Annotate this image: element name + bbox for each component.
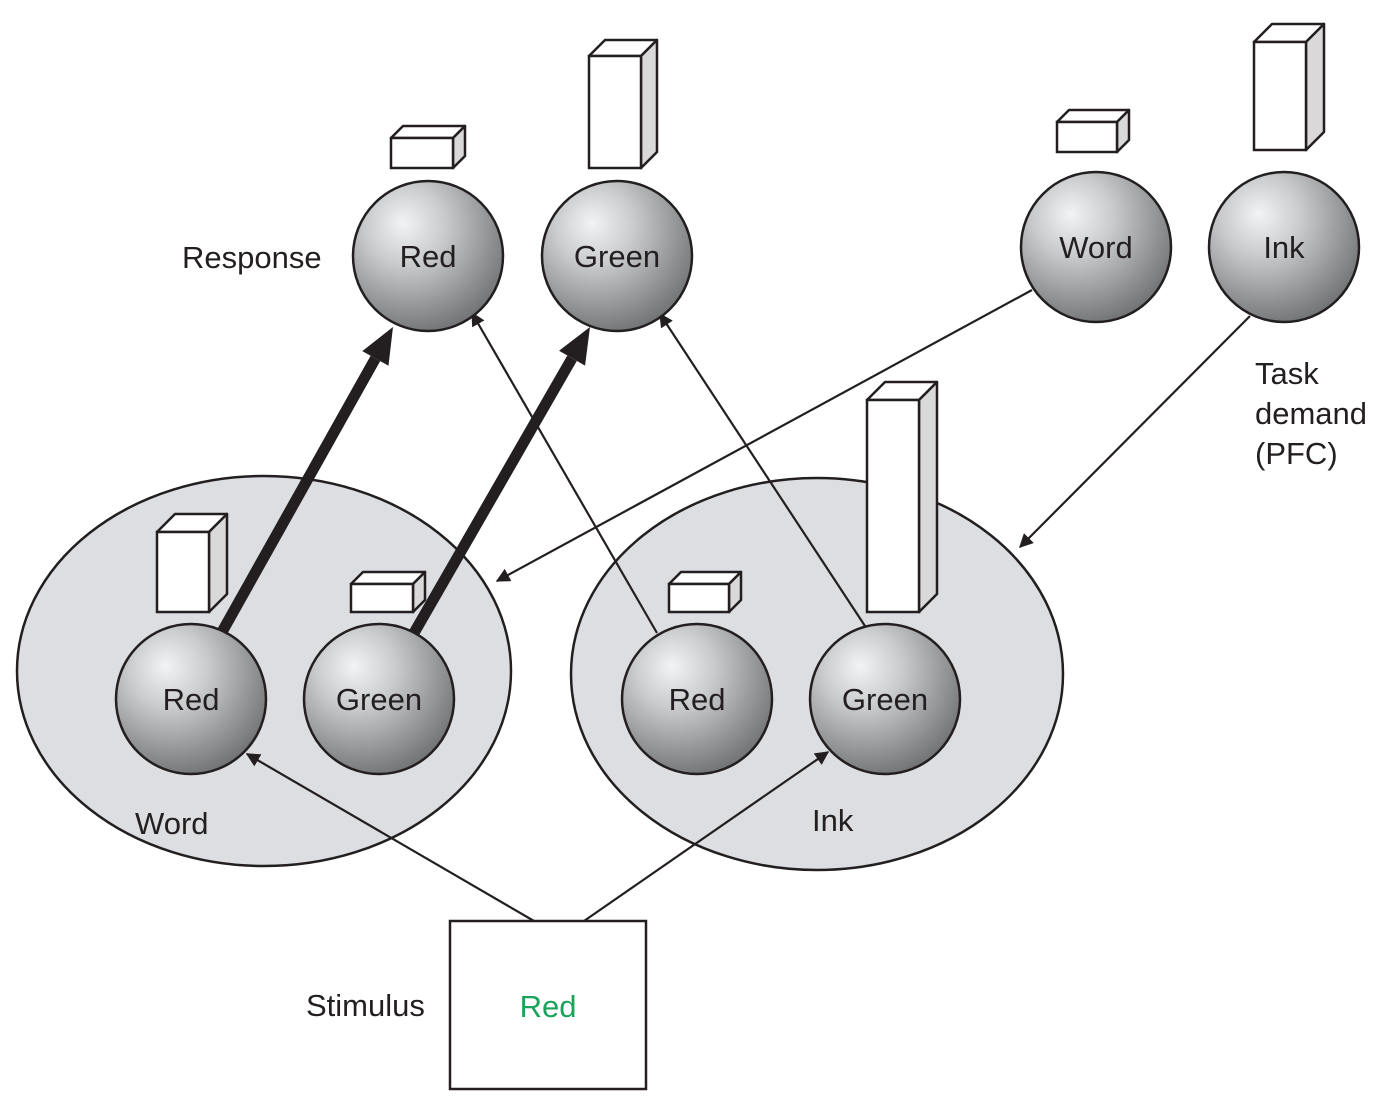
- activation-bar-response-green: [587, 38, 659, 170]
- node-word-red: Red: [114, 622, 268, 776]
- sphere-icon: [114, 622, 268, 776]
- node-response-red: Red: [351, 179, 505, 333]
- stimulus-box: [448, 919, 648, 1091]
- word-pool-label: Word: [135, 806, 209, 841]
- node-label: Red: [669, 682, 726, 717]
- node-label: Green: [574, 239, 660, 274]
- activation-bar-ink-green: [865, 380, 939, 614]
- response-label: Response: [182, 240, 322, 275]
- connection-lines: [245, 289, 1251, 922]
- node-task-word: Word: [1019, 170, 1173, 324]
- sphere-icon: [808, 622, 962, 776]
- sphere-icon: [302, 622, 456, 776]
- activation-bar-task-ink: [1252, 22, 1326, 152]
- activation-bar-response-red: [389, 124, 467, 170]
- activation-bar-ink-red: [667, 570, 743, 614]
- connection-ink-red-to-response-red: [471, 311, 658, 634]
- activation-bars: [155, 22, 1326, 614]
- node-word-green: Green: [302, 622, 456, 776]
- task-demand-label-line2: demand: [1255, 396, 1367, 431]
- task-demand-label-line1: Task: [1255, 356, 1319, 391]
- sphere-icon: [351, 179, 505, 333]
- activation-bar-word-red: [155, 512, 229, 614]
- sphere-icon: [1207, 170, 1361, 324]
- stimulus-label: Stimulus: [306, 988, 425, 1023]
- task-demand-label-line3: (PFC): [1255, 436, 1338, 471]
- node-label: Green: [336, 682, 422, 717]
- node-ink-green: Green: [808, 622, 962, 776]
- node-task-ink: Ink: [1207, 170, 1361, 324]
- strong-connection-lines: [217, 327, 590, 636]
- connection-task-ink-to-ink-pool: [1019, 315, 1251, 548]
- connection-ink-green-to-response-green: [659, 312, 866, 627]
- activation-bar-task-word: [1055, 108, 1131, 154]
- stimulus-word: Red: [520, 989, 577, 1024]
- node-label: Red: [163, 682, 220, 717]
- connection-word-green-to-response-green: [409, 327, 590, 636]
- node-label: Green: [842, 682, 928, 717]
- activation-bar-word-green: [349, 570, 427, 614]
- connection-word-red-to-response-red: [217, 327, 393, 635]
- sphere-icon: [540, 179, 694, 333]
- sphere-icon: [620, 622, 774, 776]
- node-label: Red: [400, 239, 457, 274]
- connection-task-word-to-word-pool: [495, 289, 1033, 582]
- ink-pool-label: Ink: [812, 803, 854, 838]
- node-label: Word: [1059, 230, 1133, 265]
- connection-stimulus-to-ink-green: [583, 751, 830, 922]
- connection-stimulus-to-word-red: [245, 753, 535, 922]
- node-response-green: Green: [540, 179, 694, 333]
- node-label: Ink: [1263, 230, 1305, 265]
- sphere-icon: [1019, 170, 1173, 324]
- node-ink-red: Red: [620, 622, 774, 776]
